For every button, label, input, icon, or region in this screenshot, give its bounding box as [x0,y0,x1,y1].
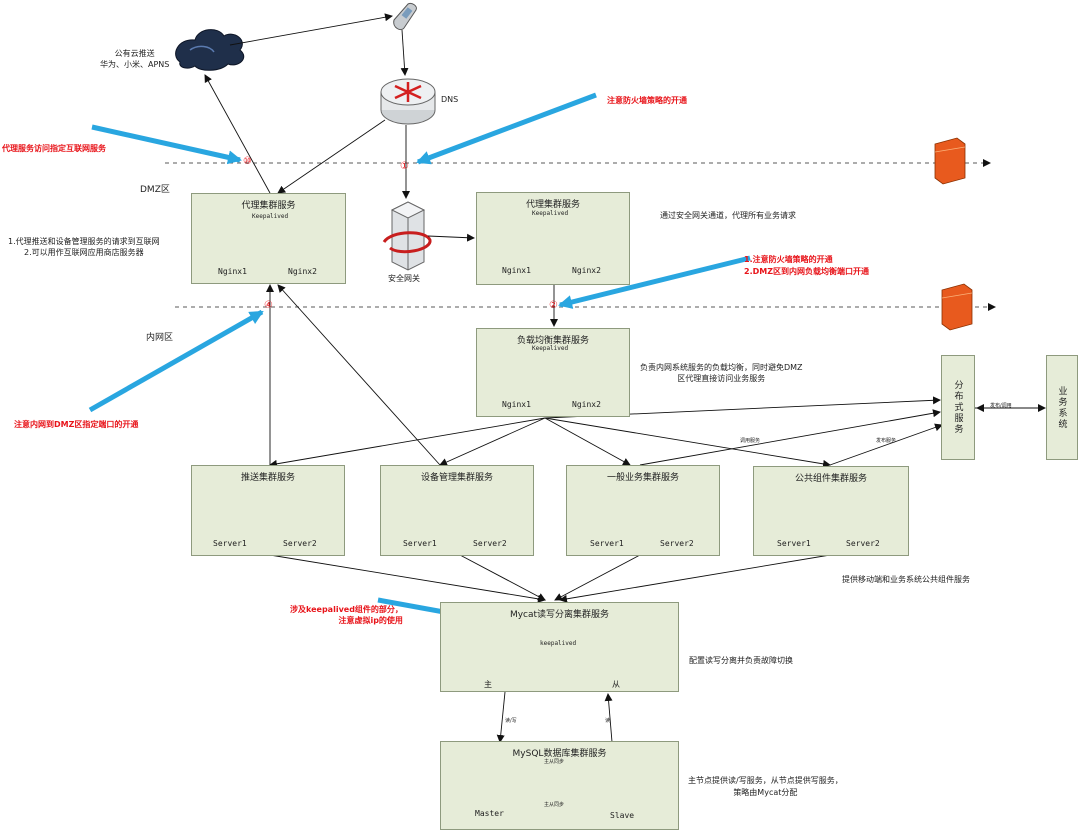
dns-label: DNS [441,95,459,104]
push-server2-label: Server2 [283,539,317,548]
device-server1-label: Server1 [403,539,437,548]
proxy-right-desc: 通过安全网关通道，代理所有业务请求 [660,211,796,220]
edge-label-call: 调用服务 [740,438,761,444]
mycat-title: Mycat读写分离集群服务 [509,610,610,620]
proxy-cluster-left: 代理集群服务 [191,193,346,284]
firewall-icon-intranet [941,283,973,331]
edge-label-rw: 读/写 [505,718,517,724]
note-keepalived: 涉及keepalived组件的部分， 注意虚拟ip的使用 [290,604,403,626]
zone-label-intranet: 内网区 [146,333,174,343]
mycat-desc: 配置读写分离并负责故障切换 [689,656,793,665]
proxy-right-server2-label: Nginx2 [572,266,601,275]
mysql-slave-label: Slave [610,811,635,820]
blue-arrow-dmz [558,255,751,309]
blue-arrow-proxy [91,124,242,165]
note-dmz-policy-line2: 2.DMZ区到内网负载均衡端口开通 [744,267,870,276]
cloud-label: 公有云推送 华为、小米、APNS [100,48,169,70]
note-proxy-internet: 代理服务访问指定互联网服务 [2,144,106,153]
proxy-cluster-right: 代理集群服务 [476,192,630,285]
security-gateway-icon [382,201,432,271]
mobile-phone-icon [393,3,417,31]
note-dmz-policy-line1: 1.注意防火墙策略的开通 [744,255,833,264]
common-desc: 提供移动端和业务系统公共组件服务 [842,575,970,584]
mysql-cluster: MySQL数据库集群服务 [440,741,679,830]
blue-arrow-intranet [88,309,264,413]
lb-desc: 负责内网系统服务的负载均衡，同时避免DMZ 区代理直接访问业务服务 [640,362,803,384]
device-mgmt-cluster: 设备管理集群服务 [380,465,534,556]
cloud-icon [175,29,245,71]
mycat-keepalived-label: keepalived [540,640,577,647]
common-component-title: 公共组件集群服务 [794,474,867,484]
proxy-left-desc: 1.代理推送和设备管理服务的请求到互联网 2.可以用作互联网应用商店服务器 [8,236,160,258]
blue-arrow-firewall [416,92,597,165]
mysql-desc: 主节点提供读/写服务，从节点提供写服务， 策略由Mycat分配 [688,775,843,799]
common-component-cluster: 公共组件集群服务 [753,466,909,556]
firewall-icon-dmz [934,137,966,185]
device-mgmt-title: 设备管理集群服务 [420,473,493,483]
mycat-slave-label: 从 [612,680,620,689]
circle-number-2: ② [549,300,558,311]
general-server2-label: Server2 [660,539,694,548]
proxy-cluster-right-title: 代理集群服务 [525,200,580,210]
proxy-left-desc-line1: 1.代理推送和设备管理服务的请求到互联网 [8,237,160,246]
proxy-cluster-left-title: 代理集群服务 [241,201,296,211]
note-dmz-policy: 1.注意防火墙策略的开通 2.DMZ区到内网负载均衡端口开通 [744,254,869,278]
distributed-service-box: 分布式服务 [941,355,975,460]
circle-number-1: ① [400,161,409,172]
lb-server2-label: Nginx2 [572,400,601,409]
proxy-left-desc-line2: 2.可以用作互联网应用商店服务器 [24,248,144,257]
lb-desc-line2: 区代理直接访问业务服务 [677,374,766,383]
gateway-label: 安全网关 [388,274,420,283]
push-cluster-title: 推送集群服务 [240,473,295,483]
edge-label-pubsub: 发布/调用 [990,403,1012,409]
note-firewall-policy: 注意防火墙策略的开通 [607,96,687,105]
proxy-left-keepalived-label: Keepalived [252,213,289,220]
edge-label-read: 读 [605,718,611,724]
mysql-desc-line1: 主节点提供读/写服务，从节点提供写服务， [688,776,843,785]
distributed-service-label: 分布式服务 [952,380,963,435]
proxy-left-server1-label: Nginx1 [218,267,247,276]
edge-label-sync1: 主从同步 [544,759,565,765]
general-business-title: 一般业务集群服务 [606,473,679,483]
business-system-box: 业务系统 [1046,355,1078,460]
lb-server1-label: Nginx1 [502,400,531,409]
note-keepalived-line1: 涉及keepalived组件的部分， [290,605,403,614]
push-server1-label: Server1 [213,539,247,548]
general-server1-label: Server1 [590,539,624,548]
lb-desc-line1: 负责内网系统服务的负载均衡，同时避免DMZ [640,363,803,372]
mycat-cluster: Mycat读写分离集群服务 [440,602,679,692]
business-system-label: 业务系统 [1056,385,1067,430]
mycat-master-label: 主 [484,680,492,689]
router-icon [380,78,436,125]
cloud-label-line2: 华为、小米、APNS [100,60,170,69]
proxy-right-keepalived-label: Keepalived [532,210,569,217]
common-server1-label: Server1 [777,539,811,548]
mysql-master-label: Master [475,809,504,818]
mysql-desc-line2: 策略由Mycat分配 [733,788,798,797]
device-server2-label: Server2 [473,539,507,548]
note-intranet-to-dmz: 注意内网到DMZ区指定端口的开通 [14,420,139,429]
edge-label-publish: 发布服务 [876,438,897,444]
lb-keepalived-label: Keepalived [532,345,569,352]
proxy-right-server1-label: Nginx1 [502,266,531,275]
load-balancer-title: 负载均衡集群服务 [516,336,589,346]
general-business-cluster: 一般业务集群服务 [566,465,720,556]
cloud-label-line1: 公有云推送 [114,49,155,58]
load-balancer-cluster: 负载均衡集群服务 [476,328,630,417]
mysql-title: MySQL数据库集群服务 [512,749,607,759]
proxy-left-server2-label: Nginx2 [288,267,317,276]
common-server2-label: Server2 [846,539,880,548]
zone-label-dmz: DMZ区 [140,185,170,195]
circle-number-4: ④ [264,300,273,311]
push-cluster: 推送集群服务 [191,465,345,556]
circle-number-10: ⑩ [243,156,252,167]
note-keepalived-line2: 注意虚拟ip的使用 [338,616,403,625]
edge-label-sync2: 主从同步 [544,802,565,808]
